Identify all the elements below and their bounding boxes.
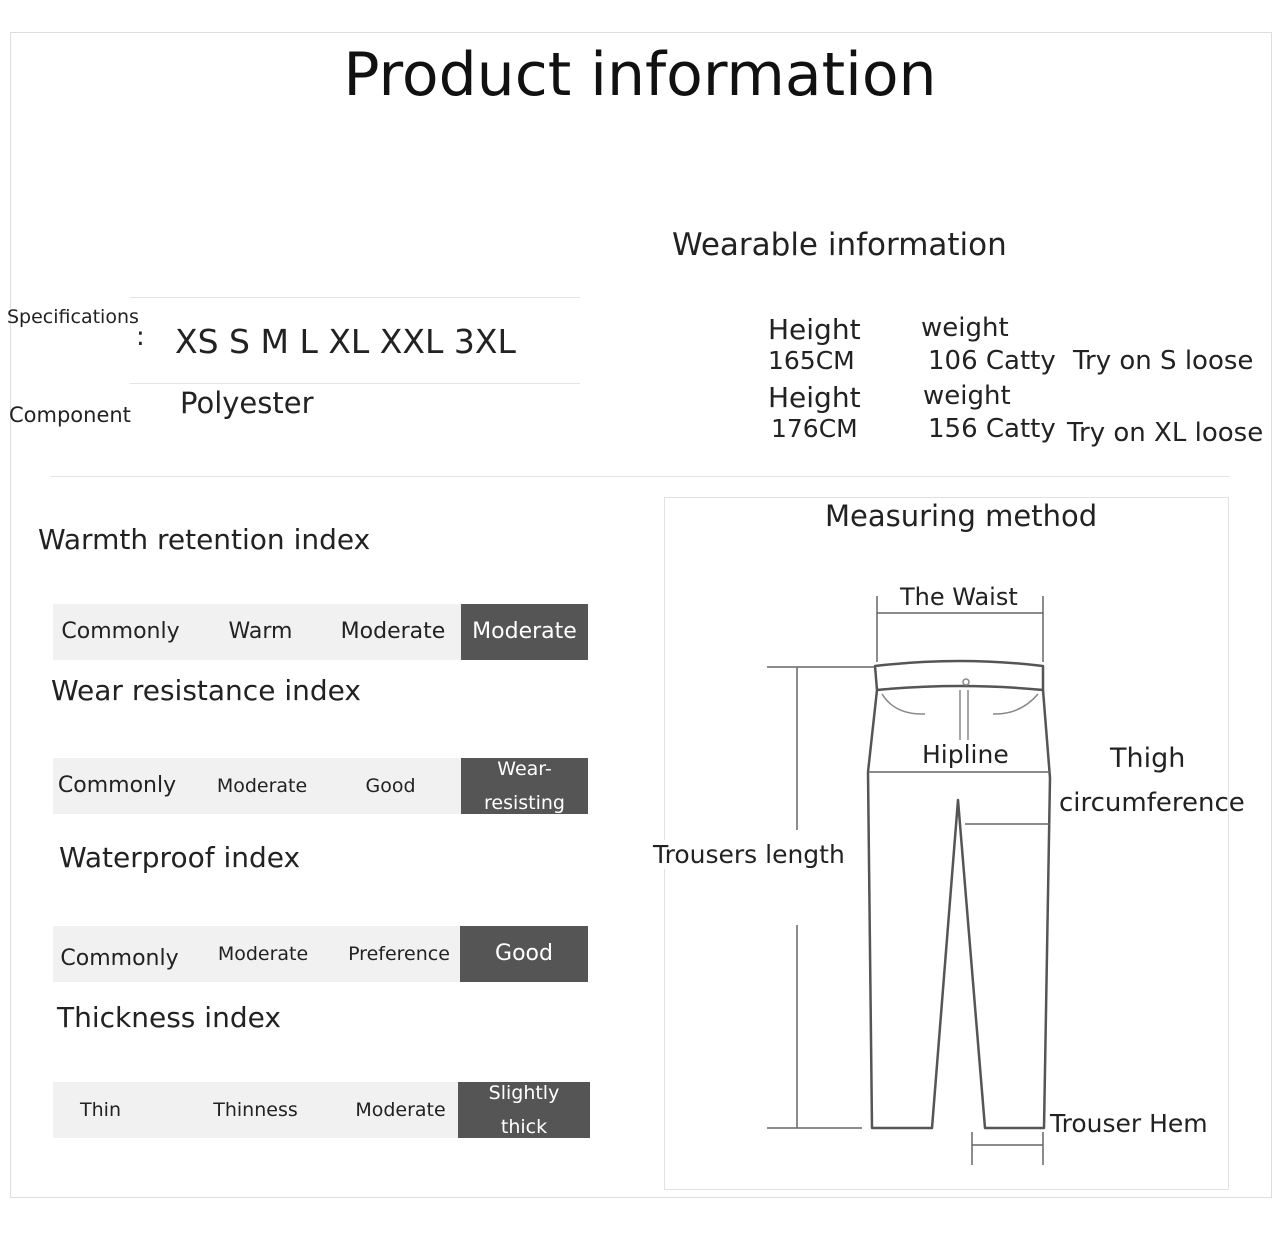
divider <box>50 476 1230 477</box>
index-option-selected: Good <box>460 926 588 982</box>
height-value: 165CM <box>768 346 855 375</box>
index-bar: Thin Thinness Moderate Slightly thick <box>53 1082 590 1138</box>
index-option: Moderate <box>355 1099 446 1121</box>
divider <box>130 383 580 384</box>
trousers-outline <box>866 689 1052 1130</box>
height-label: Height <box>768 313 861 346</box>
trouser-hem-label: Trouser Hem <box>1050 1109 1208 1138</box>
index-option: Thin <box>80 1099 121 1121</box>
index-bar: Commonly Warm Moderate Moderate <box>53 604 588 660</box>
index-option: Moderate <box>216 775 308 797</box>
height-value: 176CM <box>771 414 858 443</box>
specifications-label: Specifications <box>7 306 139 328</box>
index-title: Thickness index <box>57 1001 281 1034</box>
index-option: Thinness <box>213 1099 298 1121</box>
waistband-shape <box>873 659 1045 692</box>
index-option: Moderate <box>217 943 309 965</box>
pocket-line <box>992 693 1039 715</box>
try-on-note: Try on S loose <box>1073 346 1254 376</box>
index-bar: Commonly Moderate Preference Good <box>53 926 588 982</box>
index-title: Waterproof index <box>59 841 301 874</box>
component-value: Polyester <box>180 386 314 420</box>
colon-glyph: : <box>136 322 145 352</box>
sizes-value: XS S M L XL XXL 3XL <box>175 322 516 361</box>
index-option: Commonly <box>57 773 177 798</box>
weight-label: weight <box>923 381 1011 411</box>
index-option-selected: Moderate <box>461 604 588 660</box>
height-label: Height <box>768 381 861 414</box>
divider <box>130 297 580 298</box>
index-option: Preference <box>348 943 450 965</box>
wearable-title: Wearable information <box>672 227 1007 263</box>
pocket-line <box>881 693 926 715</box>
index-bar: Commonly Moderate Good Wear-resisting <box>53 758 588 814</box>
hipline-label: Hipline <box>922 740 1009 769</box>
trousers-length-label: Trousers length <box>653 840 845 869</box>
index-option: Warm <box>228 619 293 644</box>
index-option-selected: Wear-resisting <box>461 758 588 814</box>
page-title: Product information <box>343 40 937 110</box>
page-frame <box>10 32 1272 1198</box>
button-shape <box>962 678 970 686</box>
index-option: Commonly <box>61 619 180 644</box>
thigh-label: Thigh <box>1110 743 1186 774</box>
component-label: Component <box>9 403 131 427</box>
weight-label: weight <box>921 313 1009 343</box>
thigh-label-line2: circumference <box>1059 788 1245 818</box>
waist-label: The Waist <box>900 583 1018 611</box>
index-option: Commonly <box>60 946 179 971</box>
index-option-selected: Slightly thick <box>458 1082 590 1138</box>
index-title: Warmth retention index <box>38 523 371 556</box>
index-option: Moderate <box>340 619 446 644</box>
measuring-title: Measuring method <box>825 499 1098 533</box>
weight-value: 106 Catty <box>928 346 1056 376</box>
index-title: Wear resistance index <box>51 674 361 707</box>
index-option: Good <box>365 775 416 797</box>
weight-value: 156 Catty <box>928 414 1056 444</box>
try-on-note: Try on XL loose <box>1067 418 1264 448</box>
